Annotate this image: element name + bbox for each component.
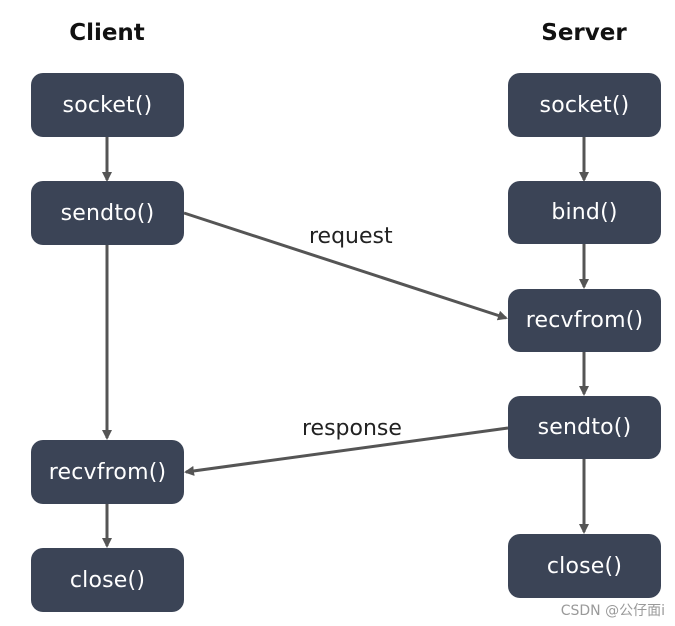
client-heading: Client (69, 20, 145, 46)
watermark-text: CSDN @公仔面i (560, 603, 665, 619)
server-socket-node: socket() (508, 73, 661, 137)
server-sendto-node: sendto() (508, 396, 661, 459)
client-socket-node: socket() (31, 73, 184, 137)
server-recvfrom-node: recvfrom() (508, 289, 661, 352)
server-close-node: close() (508, 534, 661, 598)
response-arrow (184, 426, 509, 476)
request-label: request (309, 224, 393, 249)
client-sendto-node: sendto() (31, 181, 184, 245)
client-close-node: close() (31, 548, 184, 612)
response-label: response (302, 416, 402, 441)
request-arrow (183, 211, 508, 321)
server-bind-node: bind() (508, 181, 661, 244)
server-heading: Server (541, 20, 627, 46)
client-recvfrom-node: recvfrom() (31, 440, 184, 504)
